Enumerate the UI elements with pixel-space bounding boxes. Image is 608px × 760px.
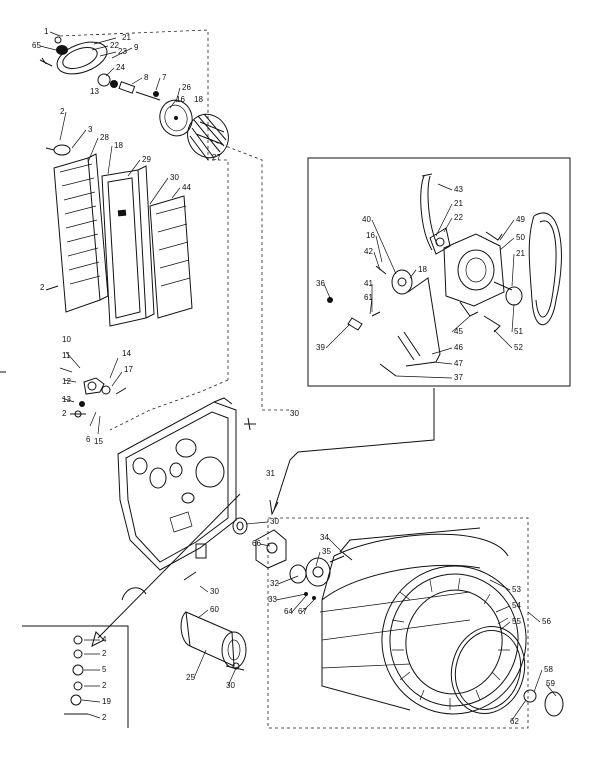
callout-label: 62 — [510, 717, 519, 726]
callout-label: 27 — [212, 153, 221, 162]
callout-label: 22 — [454, 213, 463, 222]
motor-belt-inset — [307, 157, 571, 387]
callout-label: 41 — [364, 279, 373, 288]
idler-pulley-assembly — [39, 36, 229, 161]
callout-label: 45 — [454, 327, 463, 336]
callout-label: 22 — [110, 41, 119, 50]
callout-label: 30 — [270, 517, 279, 526]
callout-label: 19 — [102, 697, 111, 706]
callout-label: 18 — [114, 141, 123, 150]
rear-bulkhead — [117, 397, 256, 601]
callout-label: 2 — [102, 649, 107, 658]
callout-label: 44 — [182, 183, 191, 192]
callout-labels: 1 21 65 22 23 9 24 8 7 26 16 18 27 13 2 … — [32, 27, 555, 726]
callout-label: 43 — [454, 185, 463, 194]
callout-label: 15 — [94, 437, 103, 446]
callout-label: 18 — [194, 95, 203, 104]
callout-label: 2 — [62, 409, 67, 418]
callout-label: 58 — [544, 665, 553, 674]
callout-label: 33 — [268, 595, 277, 604]
callout-label: 30 — [170, 173, 179, 182]
callout-label: 26 — [182, 83, 191, 92]
callout-label: 9 — [134, 43, 139, 52]
callout-label: 8 — [144, 73, 149, 82]
callout-label: 30 — [226, 681, 235, 690]
callout-label: 2 — [60, 107, 65, 116]
callout-label: 53 — [512, 585, 521, 594]
callout-label: 55 — [512, 617, 521, 626]
callout-label: 16 — [366, 231, 375, 240]
callout-label: 12 — [62, 377, 71, 386]
callout-label: 31 — [266, 469, 275, 478]
callout-label: 59 — [546, 679, 555, 688]
drive-motor — [180, 611, 247, 671]
callout-label: 30 — [210, 587, 219, 596]
callout-label: 51 — [514, 327, 523, 336]
callout-label: 37 — [454, 373, 463, 382]
callout-label: 21 — [122, 33, 131, 42]
callout-label: 16 — [176, 95, 185, 104]
callout-label: 42 — [364, 247, 373, 256]
callout-label: 23 — [118, 47, 127, 56]
callout-label: 14 — [122, 349, 131, 358]
callout-label: 13 — [90, 87, 99, 96]
callout-label: 36 — [316, 279, 325, 288]
callout-label: 56 — [542, 617, 551, 626]
callout-label: 21 — [516, 249, 525, 258]
callout-label: 7 — [162, 73, 167, 82]
callout-label: 2 — [102, 713, 107, 722]
callout-label: 4 — [102, 635, 107, 644]
callout-label: 18 — [418, 265, 427, 274]
callout-label: 21 — [454, 199, 463, 208]
callout-label: 47 — [454, 359, 463, 368]
callout-label: 35 — [322, 547, 331, 556]
fastener-inset — [22, 625, 129, 728]
callout-label: 13 — [62, 395, 71, 404]
callout-label: 32 — [270, 579, 279, 588]
callout-leader-lines — [39, 31, 557, 721]
callout-label: 60 — [210, 605, 219, 614]
callout-label: 5 — [102, 665, 107, 674]
rear-bearing-parts — [232, 517, 353, 600]
callout-label: 49 — [516, 215, 525, 224]
tumbler-drum — [319, 527, 564, 717]
callout-label: 11 — [62, 351, 71, 360]
callout-label: 50 — [516, 233, 525, 242]
callout-label: 25 — [186, 673, 195, 682]
callout-label: 54 — [512, 601, 521, 610]
callout-label: 66 — [252, 539, 261, 548]
callout-label: 29 — [142, 155, 151, 164]
callout-label: 6 — [86, 435, 91, 444]
callout-label: 64 — [284, 607, 293, 616]
thermostat-small-parts — [59, 351, 127, 435]
callout-label: 65 — [32, 41, 41, 50]
callout-label: 46 — [454, 343, 463, 352]
callout-label: 40 — [362, 215, 371, 224]
callout-label: 17 — [124, 365, 133, 374]
callout-label: 39 — [316, 343, 325, 352]
callout-label: 61 — [364, 293, 373, 302]
exhaust-duct-panels — [45, 144, 193, 327]
callout-label: 30 — [290, 409, 299, 418]
callout-label: 52 — [514, 343, 523, 352]
callout-label: 28 — [100, 133, 109, 142]
callout-label: 3 — [88, 125, 93, 134]
callout-label: 1 — [44, 27, 49, 36]
pointer-arrows — [91, 388, 435, 647]
callout-label: 10 — [62, 335, 71, 344]
callout-label: 2 — [40, 283, 45, 292]
callout-label: 24 — [116, 63, 125, 72]
callout-label: 2 — [102, 681, 107, 690]
callout-label: 34 — [320, 533, 329, 542]
